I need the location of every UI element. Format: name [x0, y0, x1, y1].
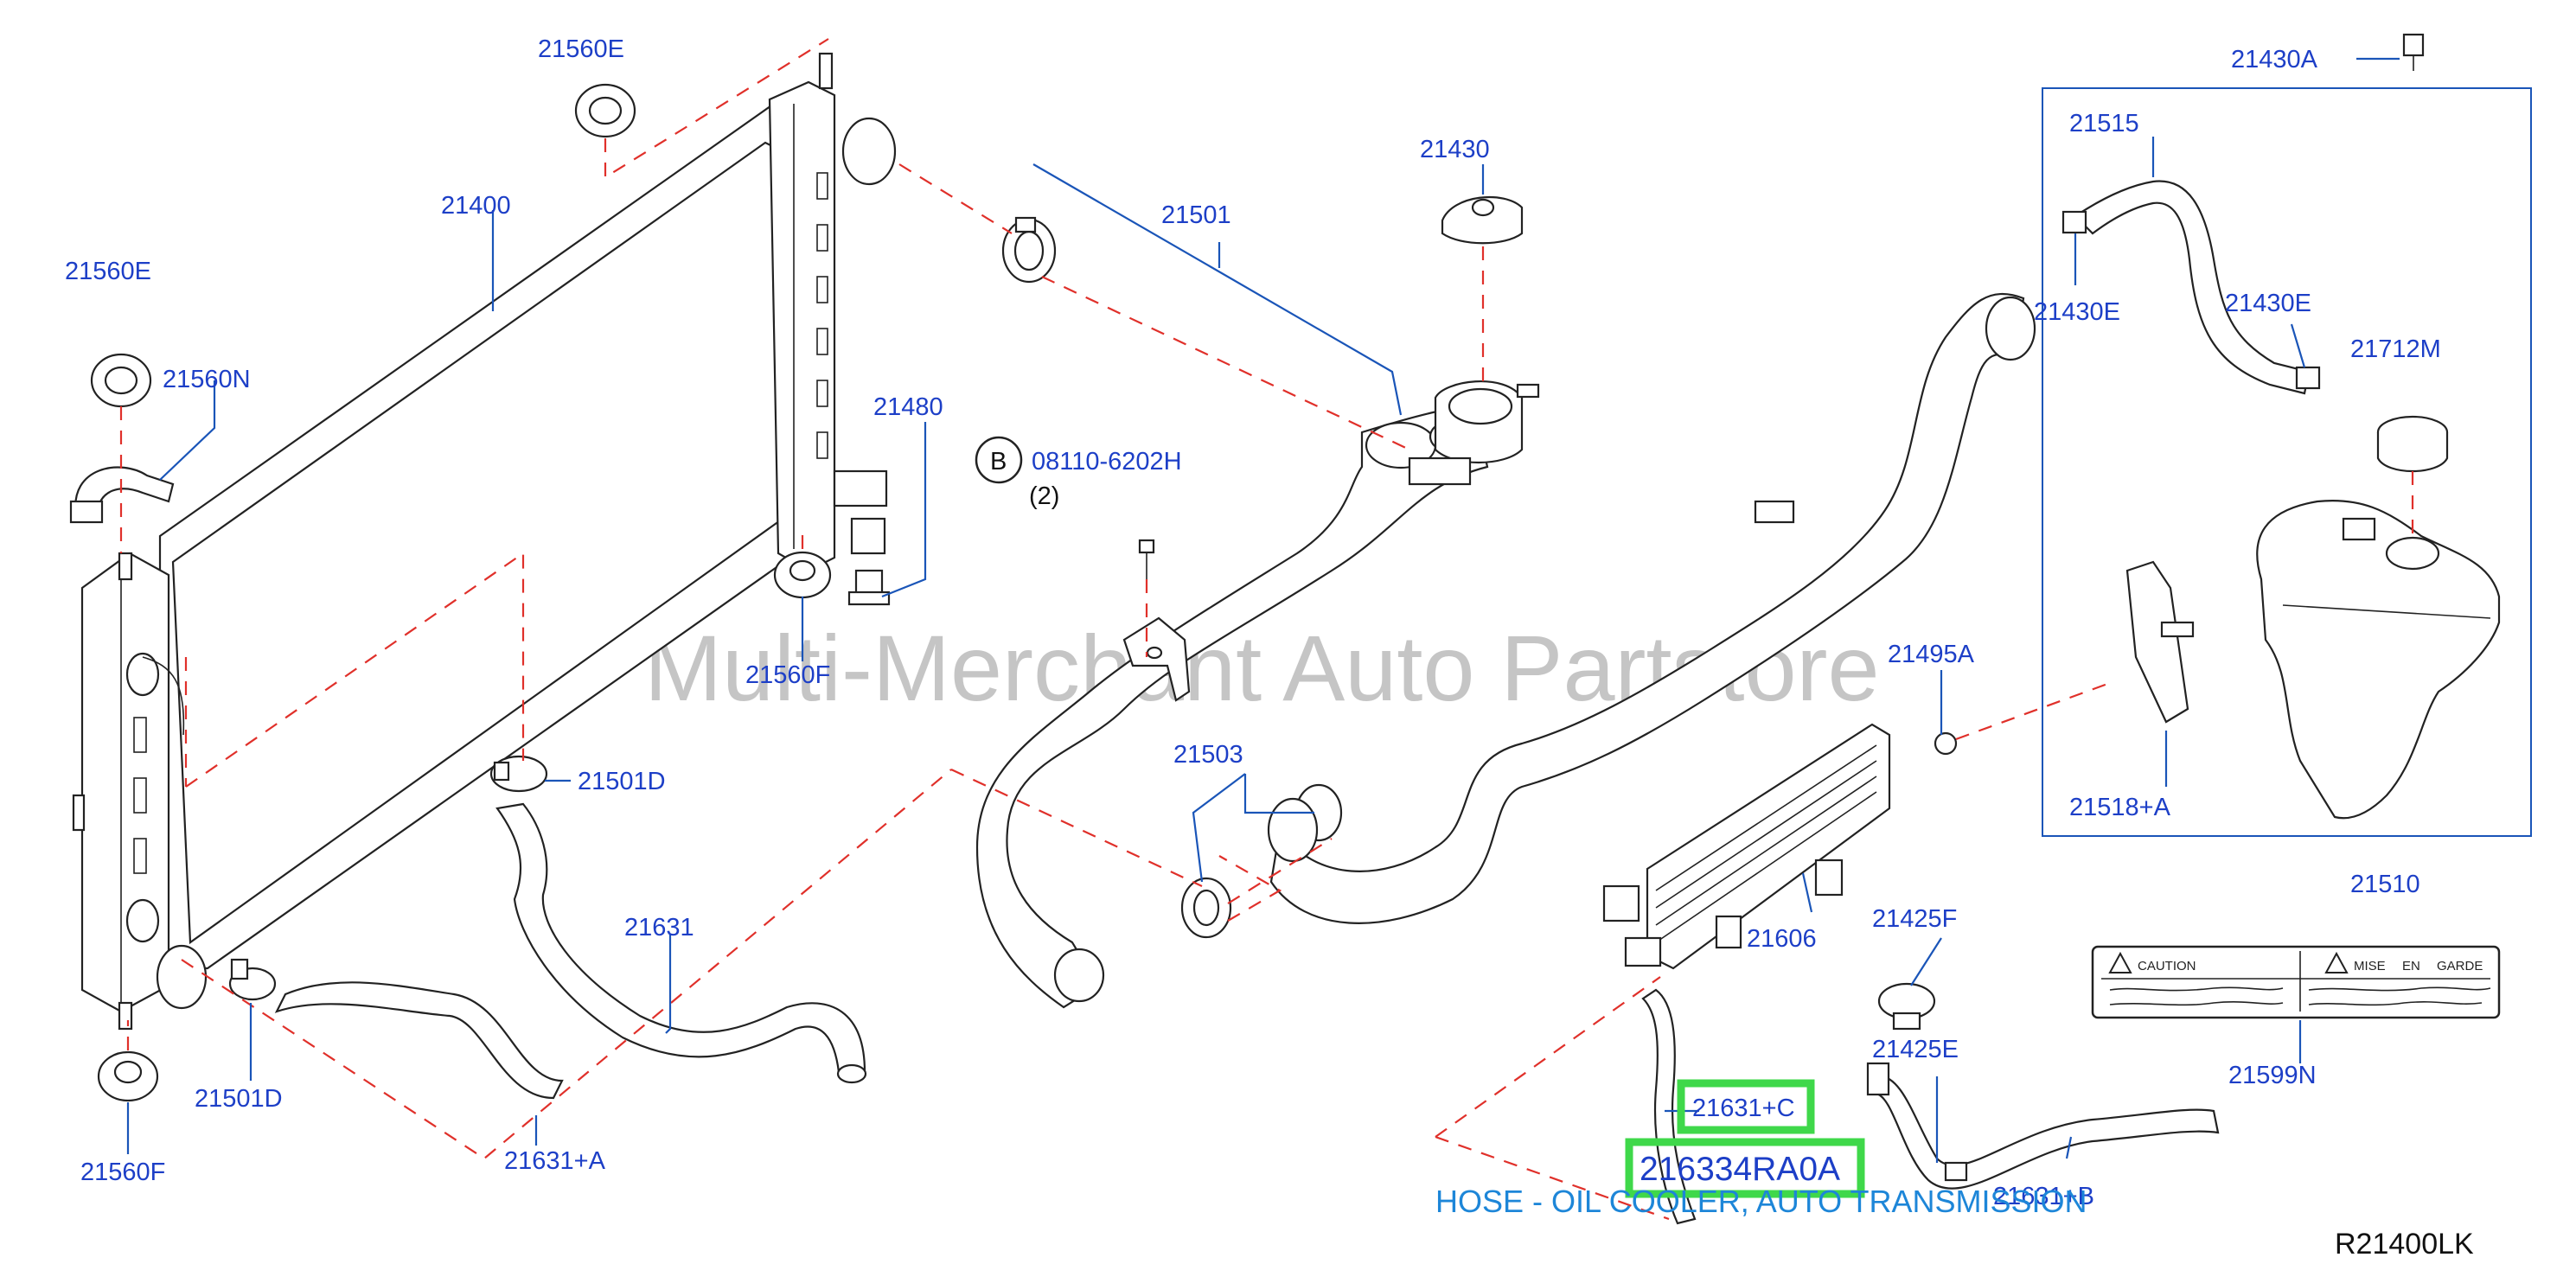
label-21631: 21631	[624, 914, 694, 942]
caution-text: CAUTION	[2138, 959, 2196, 973]
hose-21515	[2074, 180, 2311, 395]
label-21560e-left: 21560E	[65, 258, 151, 285]
label-21560e-top: 21560E	[538, 35, 624, 63]
filler-neck	[1408, 380, 1540, 486]
highlight-callout-label: 21631+C	[1692, 1095, 1795, 1122]
grommet-21560f-low	[97, 1050, 159, 1102]
label-21501: 21501	[1161, 201, 1231, 229]
hose-lower	[1267, 292, 2036, 924]
grommet-21560e-left	[90, 353, 152, 408]
oil-cooler-21606	[1602, 723, 1891, 970]
bolt-quantity: (2)	[1029, 482, 1059, 510]
grommet-21560f-mid	[773, 551, 832, 599]
label-21501d-low: 21501D	[195, 1085, 283, 1113]
grommet-21560e-top	[574, 83, 636, 138]
label-21606: 21606	[1747, 925, 1817, 953]
plug-21480	[847, 517, 891, 606]
label-21503: 21503	[1173, 741, 1243, 769]
hose-21631b	[1866, 1062, 2220, 1190]
en-text: EN	[2402, 959, 2420, 973]
label-21510: 21510	[2350, 871, 2420, 898]
cap-21712m	[2376, 415, 2449, 472]
bolt-08110	[1138, 539, 1155, 579]
clip-21430e-left	[2061, 210, 2087, 234]
label-21425e: 21425E	[1872, 1036, 1959, 1063]
label-21501d-mid: 21501D	[578, 768, 666, 795]
label-21518a: 21518+A	[2069, 794, 2171, 821]
clip-21430e-right	[2295, 366, 2321, 390]
clamp-21501d-mid	[489, 755, 548, 793]
highlight-box-callout	[1677, 1079, 1815, 1134]
garde-text: GARDE	[2437, 959, 2483, 973]
bolt-marker-circle	[975, 436, 1023, 484]
bolt-21430a	[2402, 33, 2425, 71]
bolt-21495a	[1934, 731, 1958, 756]
label-21430: 21430	[1420, 136, 1490, 163]
clamps-21503	[1180, 783, 1343, 939]
label-21400: 21400	[441, 192, 511, 220]
part-caption: HOSE - OIL COOLER, AUTO TRANSMISSION	[1435, 1184, 2087, 1219]
radiator	[72, 52, 897, 1031]
label-21599n: 21599N	[2228, 1062, 2317, 1089]
hose-21631c	[1641, 988, 1697, 1225]
clamp-21501d-low	[228, 958, 277, 1001]
label-21515: 21515	[2069, 110, 2139, 137]
clamp-21501	[1001, 216, 1057, 284]
bracket-21518a	[2125, 560, 2195, 724]
mise-text: MISE	[2354, 959, 2386, 973]
highlight-part-number: 216334RA0A	[1640, 1151, 1840, 1188]
leader-lines	[126, 57, 2400, 1163]
radiator-cap-21430	[1441, 195, 1524, 245]
reservoir-tank-21510	[2256, 500, 2501, 820]
label-21495a: 21495A	[1888, 641, 1975, 668]
label-21560f-mid: 21560F	[745, 661, 830, 689]
bracket-hose	[1122, 616, 1191, 702]
caution-label-21599n	[2091, 945, 2501, 1019]
label-21430e-left: 21430E	[2034, 298, 2120, 326]
label-21425f: 21425F	[1872, 905, 1957, 933]
label-21430e-right: 21430E	[2225, 290, 2311, 317]
reservoir-group-box	[2042, 87, 2532, 837]
label-21631b: 21631+B	[1993, 1183, 2094, 1210]
assembly-dash-lines	[119, 38, 2414, 1221]
label-21480: 21480	[873, 393, 943, 421]
label-21430a: 21430A	[2231, 46, 2318, 73]
hose-21631	[495, 802, 867, 1084]
label-21712m: 21712M	[2350, 335, 2441, 363]
bolt-marker-letter: B	[990, 448, 1007, 476]
label-21631a: 21631+A	[504, 1147, 606, 1175]
highlight-box-partnumber	[1625, 1138, 1865, 1198]
hose-21631a	[274, 981, 564, 1100]
clamp-21425f	[1877, 982, 1936, 1031]
label-21560f-low: 21560F	[80, 1159, 165, 1186]
label-21560n: 21560N	[163, 366, 251, 393]
diagram-reference-code: R21400LK	[2335, 1228, 2474, 1261]
bolt-part-number: 08110-6202H	[1032, 448, 1182, 476]
